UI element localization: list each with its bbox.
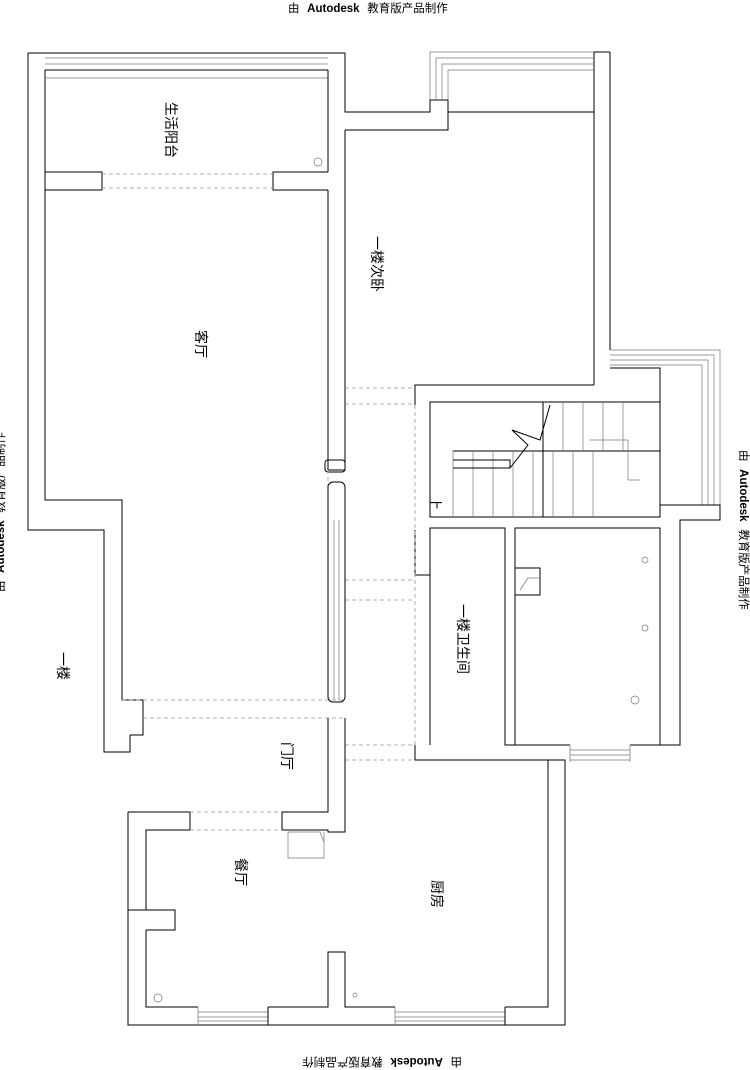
room-label-balcony: 生活阳台 bbox=[162, 102, 178, 158]
stair-up-label: 上 bbox=[426, 496, 442, 510]
room-label-bathroom: 一楼卫生间 bbox=[454, 604, 470, 674]
room-label-kitchen: 厨房 bbox=[428, 880, 444, 908]
lower-walls bbox=[127, 157, 566, 1026]
svg-text:由 Autodesk 教育版产品制作: 由 Autodesk 教育版产品制作 bbox=[737, 450, 750, 610]
watermark-bottom: 由 Autodesk 教育版产品制作 bbox=[302, 1055, 462, 1069]
watermark-top: 由 Autodesk 教育版产品制作 bbox=[288, 1, 448, 15]
room-label-dining: 餐厅 bbox=[232, 858, 248, 886]
middle-walls bbox=[122, 387, 549, 895]
svg-text:由 Autodesk 教育版产品制作: 由 Autodesk 教育版产品制作 bbox=[0, 432, 7, 592]
outer-walls bbox=[27, 51, 721, 753]
watermark-right: 由 Autodesk 教育版产品制作 bbox=[737, 450, 750, 610]
room-label-bedroom: 一楼次卧 bbox=[368, 236, 384, 292]
floor-label: 一楼 bbox=[54, 652, 70, 680]
staircase: 上 bbox=[426, 401, 661, 518]
svg-text:由 Autodesk 教育版产品制作: 由 Autodesk 教育版产品制作 bbox=[288, 1, 448, 15]
room-labels: 生活阳台 客厅 一楼次卧 一楼卫生间 门厅 餐厅 厨房 一楼 bbox=[54, 102, 470, 908]
bathroom-walls bbox=[414, 527, 661, 762]
room-label-foyer: 门厅 bbox=[278, 742, 294, 770]
svg-text:由 Autodesk 教育版产品制作: 由 Autodesk 教育版产品制作 bbox=[302, 1055, 462, 1069]
watermark-left: 由 Autodesk 教育版产品制作 bbox=[0, 432, 7, 592]
room-label-living: 客厅 bbox=[192, 330, 209, 358]
